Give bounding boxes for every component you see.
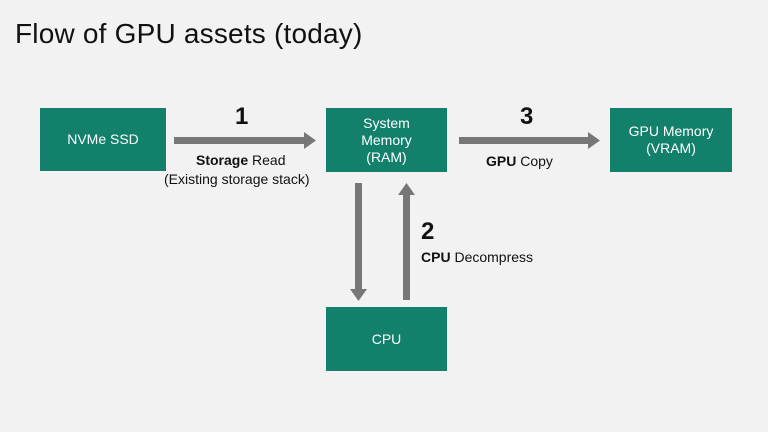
step-3-text: Copy xyxy=(516,153,553,169)
step-3-label: GPU Copy xyxy=(486,152,553,170)
arrow-gpu-copy xyxy=(459,132,600,149)
step-1-text: Read xyxy=(248,152,286,168)
step-2-bold: CPU xyxy=(421,249,451,265)
arrow-storage-read xyxy=(174,132,316,149)
nvme-ssd-box: NVMe SSD xyxy=(40,108,166,171)
system-memory-box: System Memory (RAM) xyxy=(326,108,447,172)
slide-title: Flow of GPU assets (today) xyxy=(15,18,363,49)
gpu-memory-box: GPU Memory (VRAM) xyxy=(610,108,732,172)
step-2-number: 2 xyxy=(421,218,435,245)
step-3-bold: GPU xyxy=(486,153,517,169)
step-1-number: 1 xyxy=(235,103,249,130)
step-1-bold: Storage xyxy=(196,152,249,168)
step-2-label: CPU Decompress xyxy=(421,248,533,266)
arrow-ram-to-cpu xyxy=(350,183,367,301)
arrow-cpu-to-ram xyxy=(398,183,415,300)
step-1-subtext: (Existing storage stack) xyxy=(164,171,310,187)
step-3-number: 3 xyxy=(520,103,534,130)
cpu-box: CPU xyxy=(326,307,447,371)
step-1-label: Storage Read xyxy=(196,151,285,169)
step-2-text: Decompress xyxy=(450,249,534,265)
